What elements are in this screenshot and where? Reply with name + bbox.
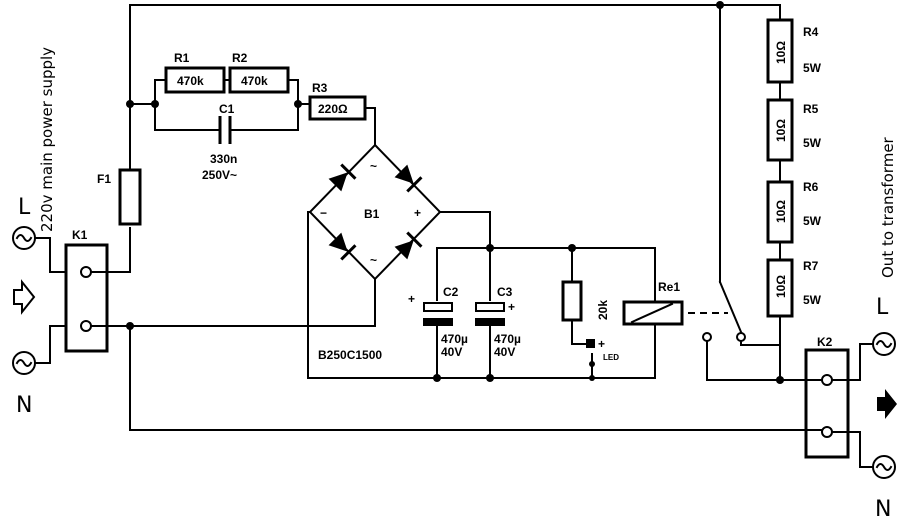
r3-label: R3 <box>312 81 328 95</box>
r7-value: 10Ω <box>774 275 788 298</box>
right-N-label: N <box>875 497 891 522</box>
b1-part: B250C1500 <box>318 348 382 362</box>
r5-label: R5 <box>803 102 819 116</box>
relay-switch <box>718 280 743 334</box>
r4-power: 5W <box>803 61 822 75</box>
supply-label: 220v main power supply <box>38 47 56 232</box>
svg-text:+: + <box>598 337 605 351</box>
k2-label: K2 <box>817 335 833 349</box>
terminal-block-k1 <box>64 243 109 353</box>
resistor-20k <box>561 280 583 322</box>
c1-value-1: 330n <box>210 152 237 166</box>
bridge-ac-top: ~ <box>370 159 377 173</box>
r6-value: 10Ω <box>774 200 788 223</box>
c2-value-1: 470µ <box>441 332 468 346</box>
positive-rail <box>439 211 656 249</box>
ac-source-icon <box>872 332 896 356</box>
c2-value-2: 40V <box>441 345 462 359</box>
r6-label: R6 <box>803 180 819 194</box>
resistor-20k-value: 20k <box>596 300 610 320</box>
fuse-f1 <box>118 168 142 226</box>
r2-label: R2 <box>232 51 248 65</box>
r7-power: 5W <box>803 293 822 307</box>
re1-label: Re1 <box>658 280 680 294</box>
c3-label: C3 <box>497 285 513 299</box>
bridge-ac-bottom: ~ <box>370 253 377 267</box>
r1-value: 470k <box>177 74 204 88</box>
capacitor-c2 <box>423 302 453 312</box>
left-N-label: N <box>16 393 32 418</box>
capacitor-c3 <box>475 302 505 312</box>
ground-rail <box>307 211 656 379</box>
ac-source-icon <box>12 226 36 250</box>
r7-label: R7 <box>803 259 819 273</box>
c1-value-2: 250V~ <box>202 168 237 182</box>
r5-value: 10Ω <box>774 119 788 142</box>
output-label: Out to transformer <box>879 136 897 278</box>
output-arrow-icon <box>877 389 897 419</box>
led-label: LED <box>603 353 619 362</box>
r4-value: 10Ω <box>774 41 788 64</box>
bridge-plus: + <box>414 206 421 220</box>
r5-power: 5W <box>803 136 822 150</box>
terminal-block-k2 <box>804 348 850 459</box>
led-icon <box>586 339 595 348</box>
r4-label: R4 <box>803 25 819 39</box>
ac-source-icon <box>872 455 896 479</box>
r6-power: 5W <box>803 214 822 228</box>
f1-label: F1 <box>97 172 111 186</box>
c3-value-2: 40V <box>494 345 515 359</box>
c1-label: C1 <box>219 102 235 116</box>
svg-text:+: + <box>408 292 415 306</box>
input-arrow-icon <box>13 279 36 315</box>
left-L-label: L <box>18 195 31 220</box>
r1-label: R1 <box>174 51 190 65</box>
c3-value-1: 470µ <box>494 332 521 346</box>
wire <box>34 325 67 364</box>
ac-source-icon <box>12 351 36 375</box>
right-L-label: L <box>876 295 889 320</box>
r3-value: 220Ω <box>318 102 348 116</box>
bridge-minus: − <box>320 206 327 220</box>
b1-label: B1 <box>364 207 380 221</box>
r2-value: 470k <box>241 74 268 88</box>
wire <box>34 237 67 273</box>
svg-text:+: + <box>508 300 515 314</box>
k1-label: K1 <box>72 228 88 242</box>
c2-label: C2 <box>443 285 459 299</box>
relay-re1 <box>622 300 684 326</box>
wire <box>129 4 721 171</box>
